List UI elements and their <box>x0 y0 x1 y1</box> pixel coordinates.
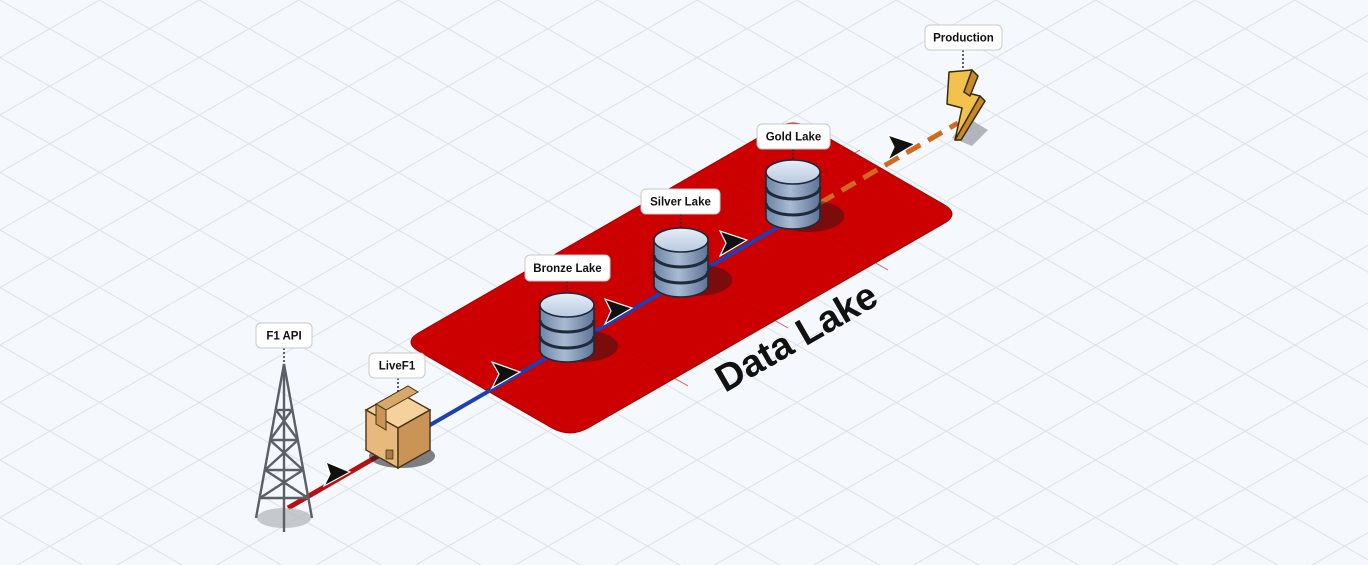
node-silver-lake[interactable]: Silver Lake <box>640 188 732 298</box>
f1-api-label: F1 API <box>266 331 301 343</box>
f1-api-label-box <box>255 322 313 349</box>
gold-label-box <box>756 123 831 150</box>
silver-lake-label: Silver Lake <box>650 197 711 209</box>
package-icon <box>364 385 432 470</box>
antenna-tower-icon <box>254 363 314 532</box>
lightning-bolt-icon <box>946 69 986 141</box>
node-f1-api[interactable]: F1 API <box>254 322 314 532</box>
link-silver-to-gold[interactable] <box>699 217 793 274</box>
node-production[interactable]: Production <box>924 24 1003 146</box>
arrow-icon <box>603 297 634 326</box>
link-api-to-livef1[interactable] <box>286 453 380 511</box>
bronze-label-box <box>524 254 611 282</box>
bronze-lake-label: Bronze Lake <box>533 263 601 275</box>
silver-label-box <box>640 188 721 215</box>
gold-lake-label: Gold Lake <box>766 132 822 144</box>
livef1-label-box <box>368 352 426 379</box>
node-bronze-lake[interactable]: Bronze Lake <box>524 254 618 363</box>
arrow-icon <box>490 360 522 390</box>
links <box>286 120 960 511</box>
database-icon <box>538 292 596 363</box>
database-icon <box>764 159 822 230</box>
node-livef1[interactable]: LiveF1 <box>364 352 435 470</box>
link-livef1-to-bronze[interactable] <box>416 348 562 434</box>
node-gold-lake[interactable]: Gold Lake <box>756 123 844 232</box>
arrow-icon <box>886 133 917 162</box>
arrow-icon <box>322 460 352 488</box>
production-label-box <box>924 24 1003 51</box>
livef1-label: LiveF1 <box>379 361 416 373</box>
link-gold-to-production[interactable] <box>818 120 960 206</box>
database-icon <box>652 227 710 298</box>
production-label: Production <box>933 33 994 45</box>
arrow-icon <box>718 229 749 258</box>
